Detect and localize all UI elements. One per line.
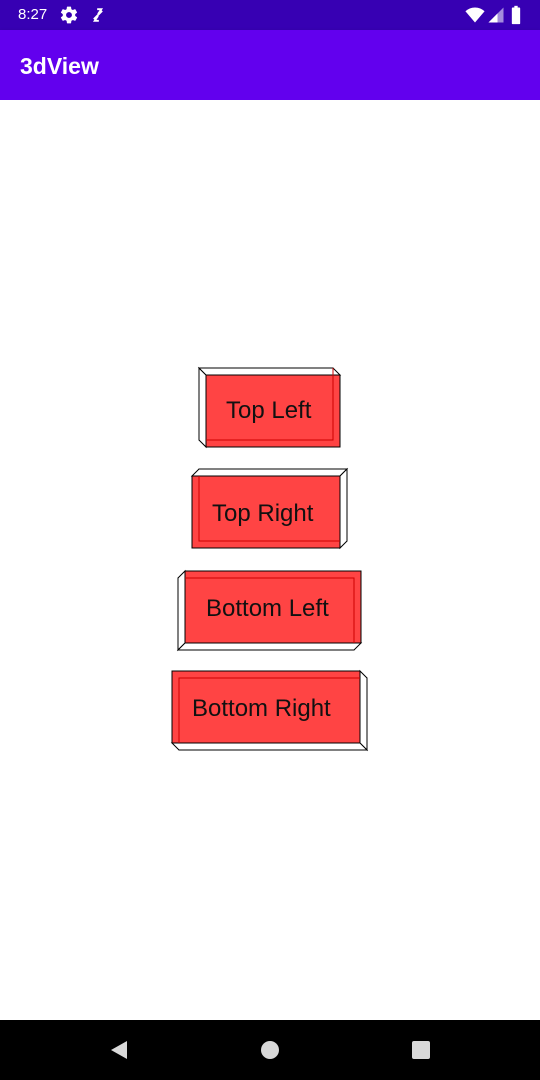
bottom-left-button[interactable]: Bottom Left [176,569,363,652]
wifi-icon [465,7,485,23]
top-left-button-shape [197,366,342,449]
top-left-button[interactable]: Top Left [197,366,342,450]
gear-icon [60,6,78,24]
home-icon[interactable] [258,1038,282,1062]
bottom-right-button-label: Bottom Right [192,695,331,722]
recents-icon[interactable] [409,1038,433,1062]
bottom-left-button-shape [176,569,363,652]
status-time: 8:27 [18,6,48,23]
navigation-bar [0,1020,540,1080]
content-area: Top Left Top Right Bottom Left [0,100,540,1020]
top-right-button-shape [190,467,349,550]
app-bar: 3dView [0,30,540,100]
bottom-right-button-shape [170,669,369,752]
status-bar: 8:27 [0,0,540,30]
app-title: 3dView [20,53,99,79]
top-right-button[interactable]: Top Right [190,467,349,550]
bottom-right-button[interactable]: Bottom Right [170,669,369,752]
rotate-icon [92,8,104,22]
bottom-left-button-label: Bottom Left [206,595,329,622]
top-right-button-label: Top Right [212,500,314,527]
back-icon[interactable] [107,1038,131,1062]
top-left-button-label: Top Left [226,397,312,424]
battery-icon [511,5,521,25]
signal-icon [488,7,504,23]
